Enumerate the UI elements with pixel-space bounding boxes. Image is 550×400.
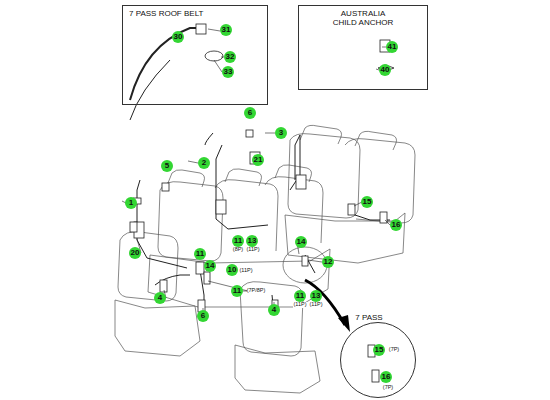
callout-number: 15 [361, 196, 373, 208]
callout-number: 6 [244, 107, 256, 119]
callout-number: 6 [197, 310, 209, 322]
callout-number: 16 [390, 219, 402, 231]
inset-box: 7 PASS ROOF BELT [122, 5, 268, 105]
callout-number: 11 [232, 235, 244, 247]
inset-box: AUSTRALIA CHILD ANCHOR [298, 5, 428, 90]
callout-number: 32 [224, 51, 236, 63]
callout-number: 20 [129, 247, 141, 259]
callout-number: 3 [275, 127, 287, 139]
callout-number: 11 [294, 290, 306, 302]
variant-note: (7P) [389, 347, 399, 353]
callout-number: 16 [380, 371, 392, 383]
callout-number: 5 [161, 160, 173, 172]
callout-number: 1 [125, 197, 137, 209]
variant-note: (11P) [309, 302, 322, 308]
inset-title: AUSTRALIA CHILD ANCHOR [328, 9, 398, 27]
callout-number: 14 [295, 236, 307, 248]
variant-note: (7P) [383, 385, 393, 391]
callout-number: 2 [198, 157, 210, 169]
variant-note: (8P) [233, 247, 243, 253]
callout-number: 13 [310, 290, 322, 302]
callout-number: 4 [268, 304, 280, 316]
callout-number: 30 [172, 31, 184, 43]
variant-note: (11P) [246, 247, 259, 253]
variant-note: (11P) [239, 268, 252, 274]
callout-number: 12 [322, 256, 334, 268]
callout-number: 11 [231, 285, 243, 297]
inset-title: 7 PASS ROOF BELT [129, 9, 203, 18]
callout-number: 10 [226, 264, 238, 276]
callout-number: 15 [373, 344, 385, 356]
callout-number: 40 [379, 64, 391, 76]
callout-number: 41 [386, 41, 398, 53]
callout-number: 31 [220, 24, 232, 36]
callout-number: 11 [194, 248, 206, 260]
detail-circle: 7 PASS [340, 322, 416, 398]
callout-number: 14 [204, 260, 216, 272]
variant-note: (11P) [293, 302, 306, 308]
callout-number: 4 [154, 292, 166, 304]
variant-note: (7P/8P) [247, 288, 266, 294]
callout-number: 21 [252, 154, 264, 166]
callout-number: 33 [222, 66, 234, 78]
callout-number: 13 [246, 235, 258, 247]
inset-title: 7 PASS [353, 313, 384, 322]
